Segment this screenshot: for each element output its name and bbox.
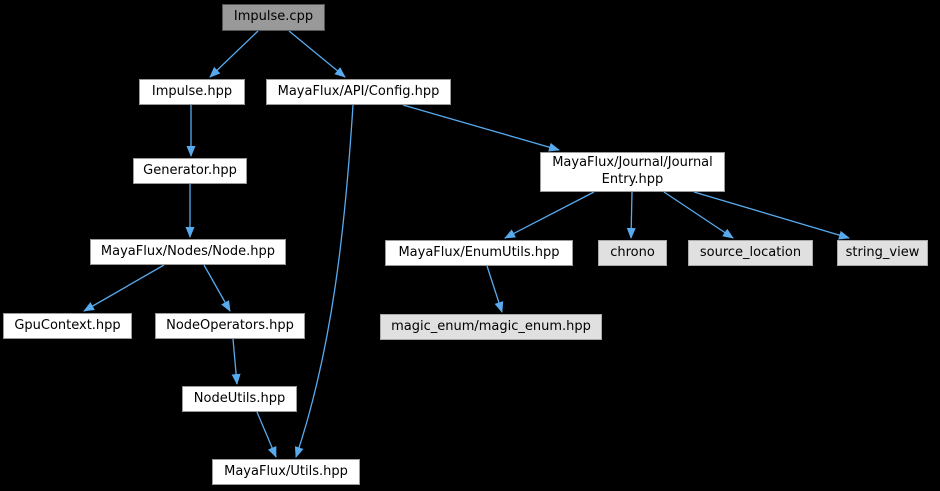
graph-node-enumutils_hpp[interactable]: MayaFlux/EnumUtils.hpp: [385, 240, 573, 266]
edge-journalentry_hpp-to-chrono: [626, 191, 636, 239]
graph-node-nodeoperators_hpp[interactable]: NodeOperators.hpp: [155, 313, 305, 339]
graph-node-generator_hpp[interactable]: Generator.hpp: [133, 158, 247, 184]
edge-nodeoperators_hpp-to-nodeutils_hpp: [231, 338, 241, 385]
graph-node-nodeutils_hpp[interactable]: NodeUtils.hpp: [182, 386, 297, 412]
edge-journalentry_hpp-to-source_location: [663, 191, 734, 239]
edge-config_hpp-to-utils_hpp: [294, 104, 354, 458]
edge-node_hpp-to-gpucontext_hpp: [83, 264, 165, 312]
edge-node_hpp-to-nodeoperators_hpp: [203, 264, 231, 312]
graph-node-source_location: source_location: [688, 240, 813, 266]
graph-node-utils_hpp[interactable]: MayaFlux/Utils.hpp: [212, 459, 360, 485]
graph-node-node_hpp[interactable]: MayaFlux/Nodes/Node.hpp: [90, 239, 286, 265]
graph-node-string_view: string_view: [837, 240, 928, 266]
edge-impulse_cpp-to-impulse_hpp: [209, 30, 259, 78]
edge-impulse_cpp-to-config_hpp: [288, 30, 346, 78]
graph-node-impulse_hpp[interactable]: Impulse.hpp: [139, 79, 245, 105]
graph-node-chrono: chrono: [598, 240, 667, 266]
edge-journalentry_hpp-to-enumutils_hpp: [504, 191, 595, 239]
graph-node-journalentry_hpp[interactable]: MayaFlux/Journal/Journal Entry.hpp: [540, 152, 725, 192]
edge-nodeutils_hpp-to-utils_hpp: [256, 411, 277, 458]
graph-node-gpucontext_hpp[interactable]: GpuContext.hpp: [3, 313, 132, 339]
graph-node-magic_enum: magic_enum/magic_enum.hpp: [380, 314, 602, 340]
graph-node-impulse_cpp: Impulse.cpp: [222, 4, 325, 31]
edge-journalentry_hpp-to-string_view: [693, 191, 850, 240]
edge-config_hpp-to-journalentry_hpp: [402, 104, 560, 152]
graph-node-config_hpp[interactable]: MayaFlux/API/Config.hpp: [266, 79, 451, 105]
edge-enumutils_hpp-to-magic_enum: [486, 265, 504, 313]
